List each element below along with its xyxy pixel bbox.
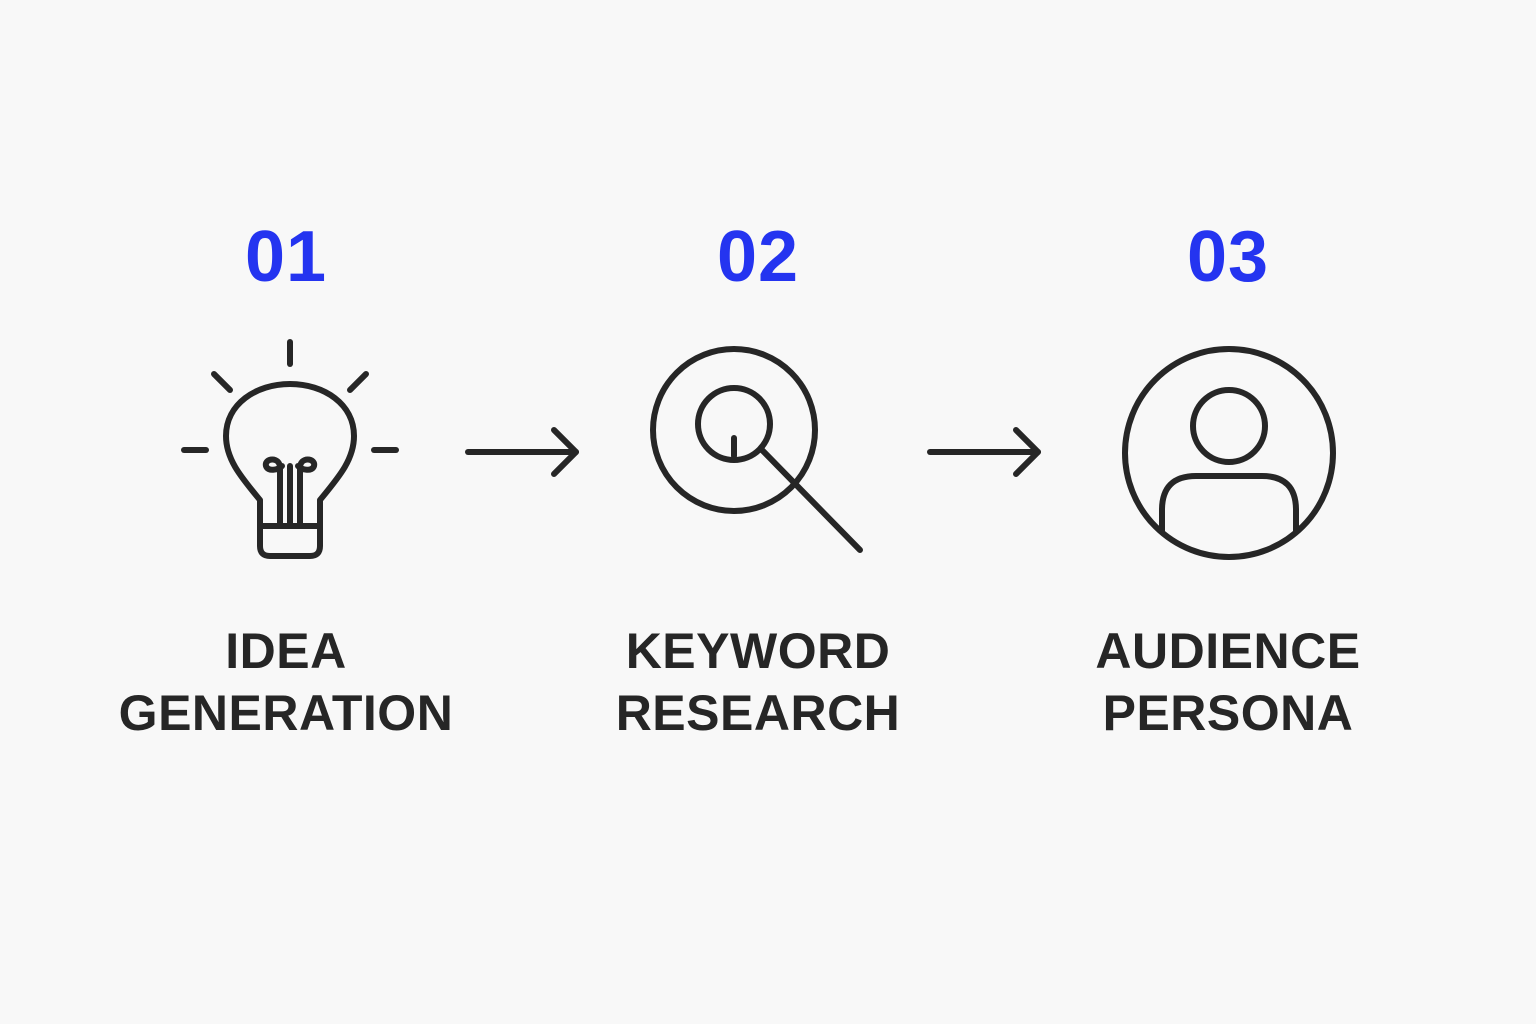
step-idea-generation: 01 IDEA GENERATION	[76, 0, 496, 1024]
user-profile-icon	[1122, 346, 1336, 560]
step-label-line2: GENERATION	[118, 685, 454, 741]
step-label: IDEA GENERATION	[76, 620, 496, 744]
step-number: 01	[244, 217, 328, 297]
step-label-line1: AUDIENCE	[1095, 623, 1361, 679]
arrow-right-icon	[465, 427, 579, 477]
step-label-line1: IDEA	[225, 623, 347, 679]
step-number: 03	[1186, 217, 1270, 297]
step-label: AUDIENCE PERSONA	[1018, 620, 1438, 744]
step-number: 02	[716, 217, 800, 297]
step-label-line1: KEYWORD	[625, 623, 891, 679]
step-label-line2: PERSONA	[1102, 685, 1354, 741]
step-label-line2: RESEARCH	[615, 685, 901, 741]
magnifier-target-icon	[650, 346, 863, 553]
step-audience-persona: 03 AUDIENCE PERSONA	[1018, 0, 1438, 1024]
step-label: KEYWORD RESEARCH	[548, 620, 968, 744]
lightbulb-icon	[181, 339, 399, 559]
step-keyword-research: 02 KEYWORD RESEARCH	[548, 0, 968, 1024]
arrow-right-icon	[927, 427, 1041, 477]
